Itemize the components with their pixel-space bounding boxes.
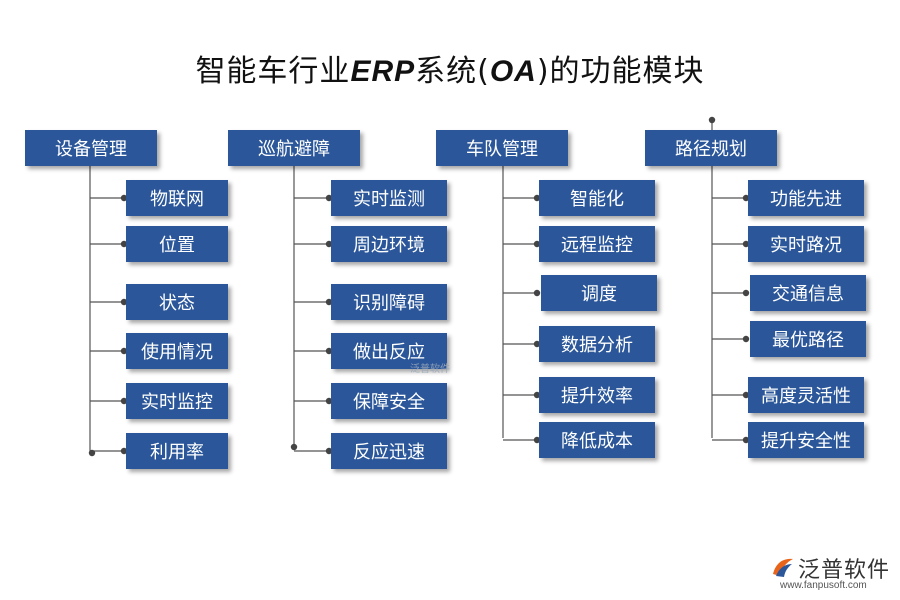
branch-dot [325,298,333,306]
title-part: OA [489,55,537,88]
page-title: 智能车行业ERP系统(OA)的功能模块 [0,46,900,90]
branch-dot [325,194,333,202]
trunk-dot [290,443,298,451]
item-realtime-monitor: 实时监控 [126,383,228,419]
branch-dot [533,391,541,399]
branch-dot [742,194,750,202]
heading-route-planning: 路径规划 [645,130,777,166]
item-utilization: 利用率 [126,433,228,469]
item-fast-response: 反应迅速 [331,433,447,469]
item-realtime-traffic: 实时路况 [748,226,864,262]
brand-url: www.fanpusoft.com [780,580,867,591]
title-part: 智能车行业 [195,54,351,89]
fanpu-logo-icon [773,558,793,577]
branch-dot [120,447,128,455]
branch-dot [325,347,333,355]
title-part: )的功能模块 [536,54,705,89]
title-part: ERP [350,55,416,88]
trunk-dot [88,449,96,457]
branch-dot [325,397,333,405]
item-advanced-features: 功能先进 [748,180,864,216]
branch-dot [120,397,128,405]
item-realtime-detect: 实时监测 [331,180,447,216]
item-iot: 物联网 [126,180,228,216]
item-react: 做出反应 [331,333,447,369]
heading-device-management: 设备管理 [25,130,157,166]
item-data-analysis: 数据分析 [539,326,655,362]
branch-dot [533,240,541,248]
trunk-dot [708,116,716,124]
item-improve-efficiency: 提升效率 [539,377,655,413]
item-improve-safety: 提升安全性 [748,422,864,458]
heading-fleet-management: 车队管理 [436,130,568,166]
watermark-center: 泛普软件 [410,364,450,375]
brand-name: 泛普软件 [798,558,891,583]
item-high-flexibility: 高度灵活性 [748,377,864,413]
item-ensure-safety: 保障安全 [331,383,447,419]
branch-dot [325,240,333,248]
item-remote-monitor: 远程监控 [539,226,655,262]
branch-dot [120,298,128,306]
branch-dot [742,391,750,399]
branch-dot [742,240,750,248]
item-usage: 使用情况 [126,333,228,369]
branch-dot [120,194,128,202]
title-part: 系统( [415,54,490,89]
item-dispatch: 调度 [541,275,657,311]
brand-logo: 泛普软件 www.fanpusoft.com [768,552,894,596]
item-surroundings: 周边环境 [331,226,447,262]
item-optimal-route: 最优路径 [750,321,866,357]
branch-dot [120,347,128,355]
branch-dot [120,240,128,248]
item-status: 状态 [126,284,228,320]
branch-dot [533,194,541,202]
item-location: 位置 [126,226,228,262]
item-identify-obstacles: 识别障碍 [331,284,447,320]
branch-dot [533,436,541,444]
branch-dot [742,289,750,297]
branch-dot [533,340,541,348]
branch-dot [742,335,750,343]
branch-dot [533,289,541,297]
item-reduce-cost: 降低成本 [539,422,655,458]
heading-cruise-avoidance: 巡航避障 [228,130,360,166]
branch-dot [325,447,333,455]
item-intelligent: 智能化 [539,180,655,216]
branch-dot [742,436,750,444]
item-traffic-info: 交通信息 [750,275,866,311]
